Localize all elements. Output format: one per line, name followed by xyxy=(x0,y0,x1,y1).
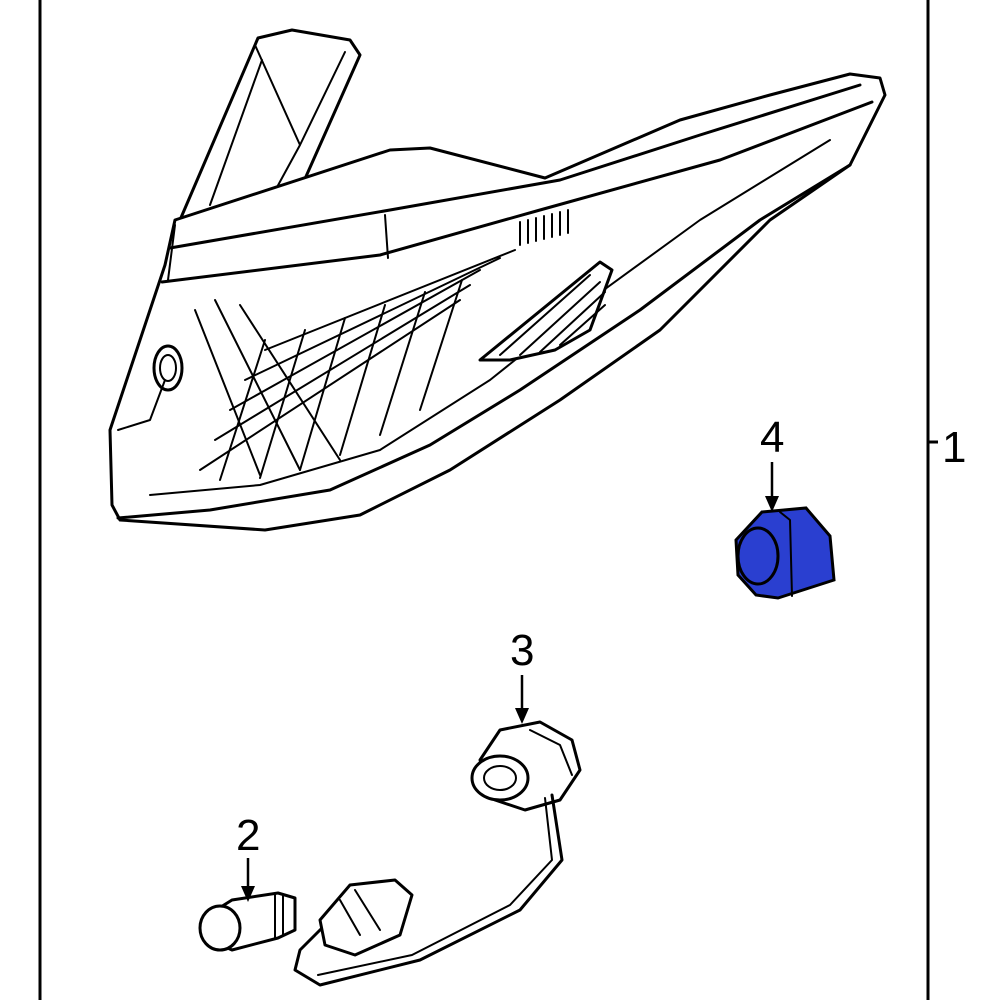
callout-label-1: 1 xyxy=(942,423,966,472)
callout-arrows xyxy=(241,462,779,902)
lens-reflector-grid xyxy=(194,249,516,481)
callout-label-2: 2 xyxy=(236,811,260,860)
diagram-frame xyxy=(38,0,938,1000)
bulb-socket-harness xyxy=(293,720,582,987)
callout-label-3: 3 xyxy=(510,626,534,675)
callout-label-4: 4 xyxy=(760,413,784,462)
bulb xyxy=(198,891,297,952)
tail-lamp-assembly xyxy=(108,28,887,532)
grommet-part-highlighted xyxy=(734,506,836,600)
